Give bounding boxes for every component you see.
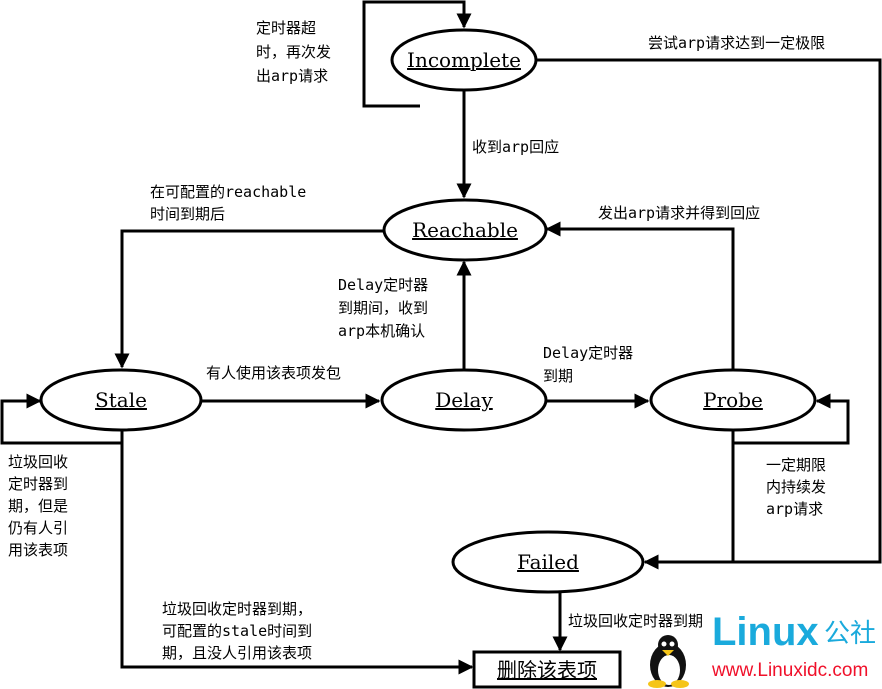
watermark-brand: Linux — [712, 610, 819, 654]
label-line: 一定期限 — [766, 456, 826, 474]
label-line: 在可配置的reachable — [150, 183, 306, 201]
edge-probe-to-failed — [645, 430, 735, 564]
watermark-suffix: 公社 — [824, 619, 876, 649]
label-line: 用该表项 — [8, 541, 68, 559]
label-line: 出arp请求 — [256, 67, 328, 85]
edge-probe-to-reachable — [545, 221, 735, 370]
state-stale-label: Stale — [95, 388, 147, 412]
label-line: 垃圾回收 — [8, 453, 68, 471]
edge-probe-loop — [733, 393, 850, 445]
watermark-site: www.Linuxidc.com — [711, 660, 868, 681]
state-failed-label: Failed — [517, 550, 579, 574]
label-line: arp本机确认 — [338, 322, 425, 340]
label-line: 期，但是 — [8, 497, 68, 515]
watermark-logo: Linux 公社 www.Linuxidc.com — [648, 610, 876, 688]
state-incomplete — [390, 28, 538, 92]
label-line: 时，再次发 — [256, 43, 331, 61]
state-failed — [451, 530, 645, 594]
label-line: 可配置的stale时间到 — [162, 622, 312, 640]
label-line: 垃圾回收定时器到期， — [162, 600, 312, 618]
label-line: 仍有人引 — [8, 519, 68, 537]
state-reachable-label: Reachable — [412, 218, 518, 242]
state-delay — [380, 368, 548, 432]
label-line: arp请求 — [766, 500, 823, 518]
label-line: 期，且没人引用该表项 — [162, 644, 312, 662]
state-reachable — [382, 198, 548, 262]
label-reachable-to-stale: 在可配置的reachable 时间到期后 — [150, 183, 306, 223]
state-stale — [39, 368, 203, 432]
label-stale-to-delay: 有人使用该表项发包 — [206, 364, 341, 382]
label-line: 定时器超 — [256, 19, 316, 37]
state-delete-label: 删除该表项 — [497, 658, 597, 682]
label-stale-to-delete: 垃圾回收定时器到期， 可配置的stale时间到 期，且没人引用该表项 — [162, 600, 312, 662]
state-delete — [472, 650, 622, 689]
label-line: 定时器到 — [8, 475, 68, 493]
state-incomplete-label: Incomplete — [407, 48, 521, 72]
label-line: Delay定时器 — [543, 344, 633, 362]
penguin-icon — [648, 635, 689, 688]
label-incomplete-loop: 定时器超 时，再次发 出arp请求 — [256, 19, 331, 85]
label-delay-to-reachable: Delay定时器 到期间，收到 arp本机确认 — [338, 276, 428, 340]
label-probe-to-reachable: 发出arp请求并得到回应 — [598, 204, 760, 222]
label-line: Delay定时器 — [338, 276, 428, 294]
label-line: 到期间，收到 — [338, 299, 428, 317]
edge-stale-loop — [0, 393, 122, 445]
label-stale-loop: 垃圾回收 定时器到 期，但是 仍有人引 用该表项 — [8, 453, 68, 559]
edge-incomplete-to-failed — [536, 58, 882, 570]
edge-stale-to-delete — [120, 430, 474, 675]
state-probe — [649, 368, 817, 432]
edge-incomplete-loop — [362, 0, 472, 108]
label-failed-to-delete: 垃圾回收定时器到期 — [568, 612, 703, 630]
label-line: 到期 — [543, 367, 573, 385]
state-probe-label: Probe — [703, 388, 763, 412]
label-delay-to-probe: Delay定时器 到期 — [543, 344, 633, 385]
state-delay-label: Delay — [435, 388, 493, 412]
edge-reachable-to-stale — [114, 229, 384, 369]
label-incomplete-to-reachable: 收到arp回应 — [472, 138, 559, 156]
label-incomplete-to-failed: 尝试arp请求达到一定极限 — [648, 34, 825, 52]
label-line: 内持续发 — [766, 478, 826, 496]
label-probe-loop: 一定期限 内持续发 arp请求 — [766, 456, 826, 518]
label-line: 时间到期后 — [150, 205, 225, 223]
